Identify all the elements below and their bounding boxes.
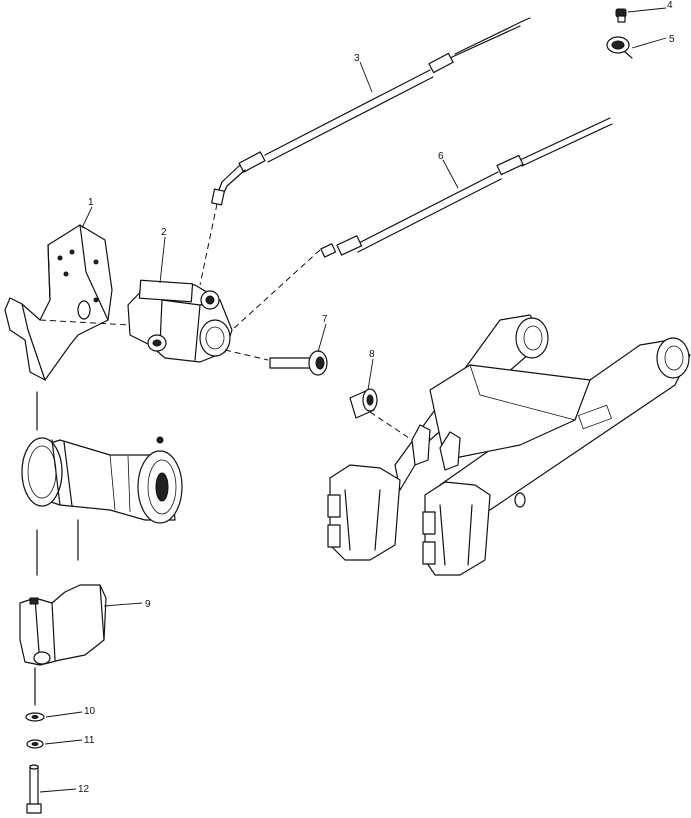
callout-7: 7: [322, 314, 328, 325]
part-3-brake-cable[interactable]: [211, 17, 531, 206]
part-8-bushing[interactable]: [349, 388, 378, 419]
part-2-brake-caliper[interactable]: [127, 279, 233, 363]
callout-9: 9: [145, 599, 151, 610]
part-1-caliper-bracket[interactable]: [4, 224, 113, 381]
callout-3: 3: [354, 53, 360, 64]
callout-2: 2: [161, 227, 167, 238]
swing-arm: [327, 314, 691, 576]
part-12-bolt[interactable]: [26, 764, 42, 814]
axle-housing[interactable]: [21, 436, 183, 524]
callout-5: 5: [669, 34, 675, 45]
callout-10: 10: [84, 706, 96, 717]
assembly-lines: [34, 203, 413, 706]
part-7-pin[interactable]: [269, 350, 328, 376]
part-4-nut[interactable]: [615, 8, 627, 23]
part-5-clamp[interactable]: [606, 36, 633, 59]
callout-1: 1: [88, 197, 94, 208]
callout-4: 4: [667, 0, 673, 11]
leader-lines: [39, 7, 667, 793]
part-10-washer[interactable]: [25, 712, 45, 722]
callouts: 1 2 3 4 5 6 7 8 9 10 11 12: [78, 0, 675, 795]
callout-11: 11: [84, 735, 95, 746]
callout-12: 12: [78, 784, 90, 795]
callout-8: 8: [369, 349, 375, 360]
part-11-washer[interactable]: [26, 739, 44, 749]
part-6-brake-cable[interactable]: [320, 117, 613, 258]
callout-6: 6: [438, 151, 444, 162]
part-9-lower-bracket[interactable]: [19, 584, 107, 666]
